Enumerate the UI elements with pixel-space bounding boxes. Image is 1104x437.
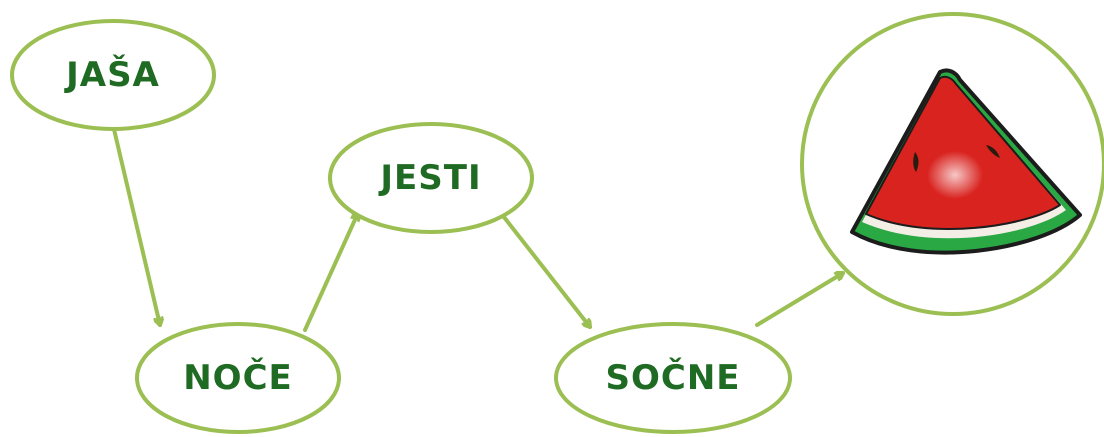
node-jasa-label: JAŠA [64,54,160,95]
node-jasa: JAŠA [10,19,216,131]
node-watermelon [800,12,1104,316]
arrow-jesti-to-socne [498,210,592,329]
node-socne-label: SOČNE [605,357,740,398]
arrow-noce-to-jesti [303,211,358,332]
node-jasa-oval [10,19,216,131]
watermelon-slice-icon [850,68,1082,255]
node-jesti: JESTI [328,122,534,234]
node-noce-label: NOČE [183,357,293,398]
arrows [111,123,845,332]
node-socne: SOČNE [554,322,792,434]
node-noce: NOČE [135,322,341,434]
arrow-jasa-to-noce [111,123,160,327]
arrow-socne-to-watermelon [755,273,845,327]
node-jesti-label: JESTI [378,158,481,198]
node-jesti-oval [328,122,534,234]
node-noce-oval [135,322,341,434]
node-socne-oval [554,322,792,434]
